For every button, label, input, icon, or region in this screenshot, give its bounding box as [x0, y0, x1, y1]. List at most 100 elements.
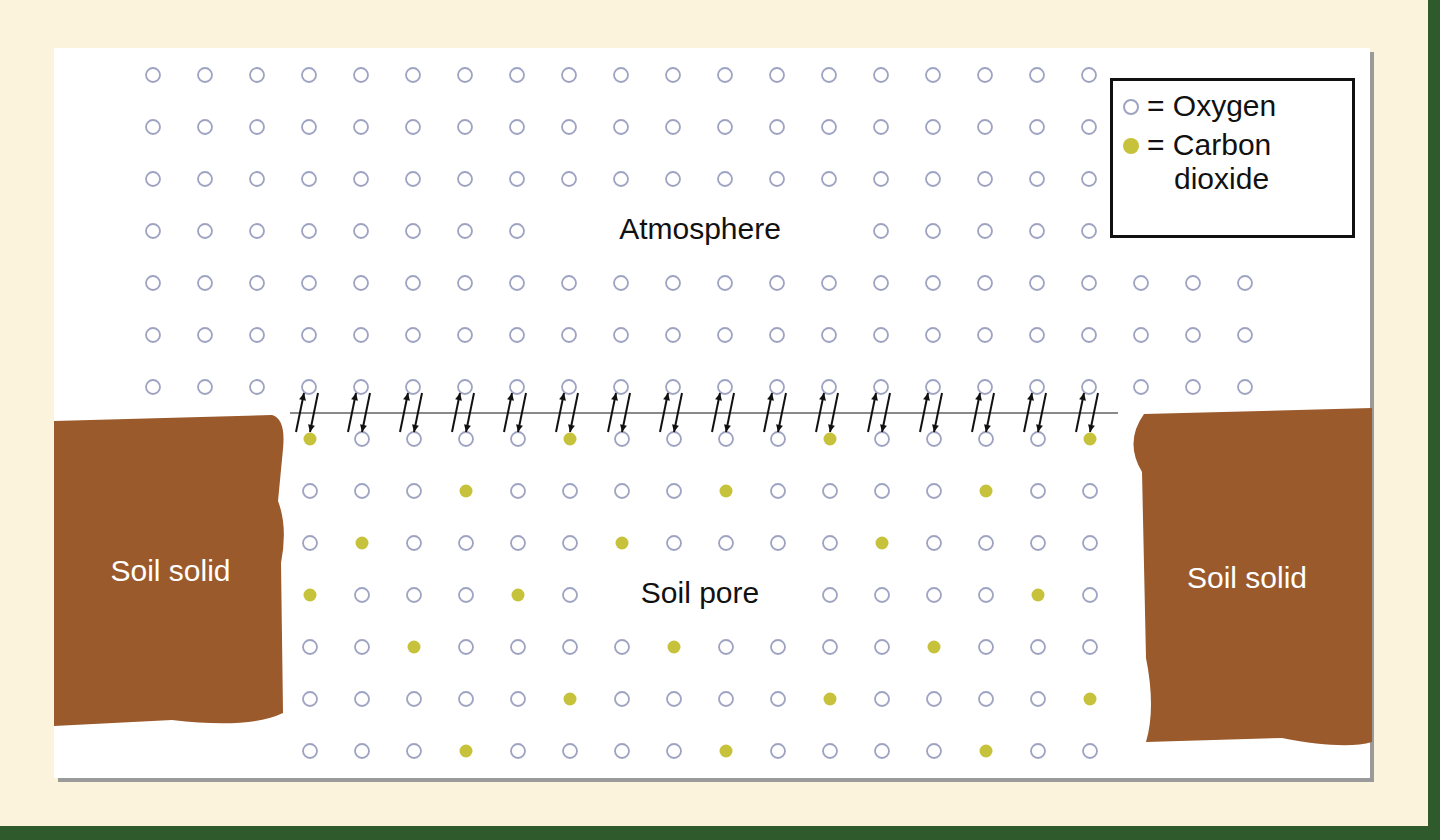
carbon-dioxide-dot: [1084, 693, 1097, 706]
oxygen-circle: [146, 172, 160, 186]
oxygen-circle: [978, 172, 992, 186]
oxygen-circle: [1031, 640, 1045, 654]
carbon-dioxide-dot: [564, 433, 577, 446]
carbon-dioxide-dot: [304, 433, 317, 446]
oxygen-circle: [302, 276, 316, 290]
oxygen-circle: [146, 380, 160, 394]
soil-solid: Soil solid: [54, 415, 287, 727]
oxygen-circle: [927, 432, 941, 446]
oxygen-circle: [926, 380, 940, 394]
carbon-dioxide-dot: [668, 641, 681, 654]
oxygen-circle: [1031, 692, 1045, 706]
oxygen-circle: [198, 380, 212, 394]
carbon-dioxide-dot: [980, 485, 993, 498]
carbon-dioxide-dot: [928, 641, 941, 654]
oxygen-circle: [250, 380, 264, 394]
oxygen-circle: [458, 68, 472, 82]
oxygen-circle: [614, 120, 628, 134]
oxygen-circle: [822, 276, 836, 290]
oxygen-circle: [459, 640, 473, 654]
arrow-head: [672, 424, 679, 432]
oxygen-circle: [458, 224, 472, 238]
legend-box: = Oxygen= Carbon dioxide: [1110, 78, 1355, 238]
oxygen-circle: [1082, 380, 1096, 394]
arrow-head: [455, 393, 462, 401]
carbon-dioxide-dot: [616, 537, 629, 550]
oxygen-circle: [510, 276, 524, 290]
oxygen-circle: [926, 224, 940, 238]
oxygen-circle: [1083, 588, 1097, 602]
oxygen-circle: [563, 744, 577, 758]
oxygen-circle: [874, 68, 888, 82]
arrow-head: [412, 424, 419, 432]
oxygen-circle: [1083, 640, 1097, 654]
arrow-head: [559, 393, 566, 401]
carbon-dioxide-dot: [460, 485, 473, 498]
oxygen-circle: [614, 172, 628, 186]
region-label: Soil pore: [637, 576, 763, 610]
oxygen-circle: [770, 120, 784, 134]
oxygen-circle: [615, 484, 629, 498]
exchange-arrows: [296, 393, 1098, 432]
oxygen-circle: [303, 484, 317, 498]
oxygen-circle: [1134, 328, 1148, 342]
oxygen-circle: [406, 120, 420, 134]
oxygen-circle: [978, 276, 992, 290]
oxygen-circle: [666, 380, 680, 394]
oxygen-circle: [614, 380, 628, 394]
oxygen-circle: [822, 380, 836, 394]
oxygen-circle: [562, 328, 576, 342]
oxygen-circle: [1030, 172, 1044, 186]
arrow-head: [828, 424, 835, 432]
oxygen-circle: [146, 120, 160, 134]
gas-molecules: [146, 68, 1252, 758]
oxygen-circle: [875, 484, 889, 498]
oxygen-circle: [146, 224, 160, 238]
oxygen-circle: [407, 692, 421, 706]
arrow-head: [1027, 393, 1034, 401]
oxygen-circle: [1030, 328, 1044, 342]
oxygen-circle: [978, 224, 992, 238]
oxygen-circle: [979, 432, 993, 446]
carbon-dioxide-dot: [720, 745, 733, 758]
arrow-head: [776, 424, 783, 432]
oxygen-circle: [354, 68, 368, 82]
oxygen-circle: [926, 276, 940, 290]
oxygen-circle: [1031, 484, 1045, 498]
oxygen-circle: [459, 536, 473, 550]
oxygen-circle: [407, 536, 421, 550]
oxygen-circle: [511, 484, 525, 498]
oxygen-circle: [303, 536, 317, 550]
oxygen-circle: [822, 328, 836, 342]
oxygen-circle: [302, 380, 316, 394]
soil-solid-label: Soil solid: [1187, 561, 1307, 595]
carbon-dioxide-dot: [876, 537, 889, 550]
oxygen-circle: [979, 692, 993, 706]
oxygen-circle: [250, 172, 264, 186]
oxygen-circle: [563, 588, 577, 602]
oxygen-circle: [1030, 68, 1044, 82]
oxygen-circle: [511, 536, 525, 550]
oxygen-circle: [1083, 744, 1097, 758]
oxygen-circle: [667, 692, 681, 706]
oxygen-circle: [979, 640, 993, 654]
oxygen-circle: [562, 68, 576, 82]
oxygen-circle: [926, 68, 940, 82]
oxygen-circle: [250, 68, 264, 82]
oxygen-circle: [927, 484, 941, 498]
oxygen-circle: [1082, 328, 1096, 342]
oxygen-circle: [458, 276, 472, 290]
oxygen-circle: [771, 744, 785, 758]
oxygen-circle: [303, 692, 317, 706]
oxygen-circle: [354, 276, 368, 290]
oxygen-circle: [614, 276, 628, 290]
oxygen-circle: [614, 328, 628, 342]
oxygen-circle: [302, 328, 316, 342]
oxygen-circle: [1186, 276, 1200, 290]
oxygen-circle: [822, 120, 836, 134]
oxygen-circle: [718, 328, 732, 342]
legend-text: = Oxygen: [1147, 89, 1346, 124]
oxygen-circle: [718, 276, 732, 290]
oxygen-circle: [718, 380, 732, 394]
oxygen-circle: [562, 276, 576, 290]
